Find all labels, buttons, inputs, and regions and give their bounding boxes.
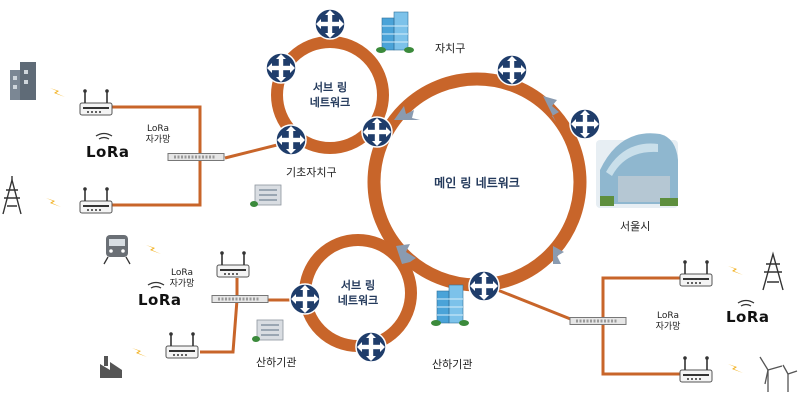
lora-gateway-icon (679, 259, 713, 287)
lora-right-line2: 자가망 (655, 322, 681, 332)
router-icon (265, 52, 297, 84)
building-icon (249, 184, 282, 208)
lora-left-bottom-text: LoRa 자가망 (162, 268, 202, 290)
main-ring-label: 메인 링 네트워크 (434, 176, 520, 190)
wifi-icon (95, 132, 755, 307)
lightning-icon (146, 245, 161, 254)
lora-gateway-icon (79, 88, 113, 116)
train-icon (103, 235, 131, 265)
lightning-icon (132, 348, 147, 357)
sub-ring-top-label: 서브 링 네트워크 (295, 80, 365, 110)
basic-district-label: 기초자치구 (286, 166, 337, 179)
apartment-icon (10, 62, 36, 100)
district-label: 자치구 (435, 42, 466, 55)
lora-link-left-top (112, 105, 286, 207)
switch-icon (210, 294, 270, 304)
building-icon (375, 11, 415, 54)
city-hall-icon (596, 133, 678, 208)
wind-turbine-icon (759, 356, 798, 392)
sub-ring-top-label-line1: 서브 링 (312, 81, 348, 94)
building-icon (251, 319, 284, 343)
lora-right-text: LoRa 자가망 (648, 311, 688, 333)
affiliate-left-label: 산하기관 (256, 356, 297, 369)
power-tower-icon (762, 251, 784, 291)
lora-left-bottom-line1: LoRa (171, 268, 193, 278)
switch-icon (166, 152, 226, 162)
lora-right-line1: LoRa (657, 311, 679, 321)
router-icon (355, 331, 387, 363)
lora-logo-left-bottom: LoRa (138, 291, 182, 309)
sub-ring-top (271, 36, 389, 154)
lora-left-bottom-line2: 자가망 (169, 279, 195, 289)
lora-link-right (489, 276, 685, 376)
router-icon (496, 54, 528, 86)
sub-ring-top-label-line2: 네트워크 (309, 96, 351, 109)
sub-ring-bottom-label-line1: 서브 링 (340, 279, 376, 292)
lora-left-top-text: LoRa 자가망 (138, 124, 178, 146)
lora-gateway-icon (165, 331, 199, 359)
router-icon (361, 116, 393, 148)
router-icon (289, 283, 321, 315)
lightning-icon (46, 198, 61, 207)
lora-link-left-bottom (200, 278, 300, 354)
lora-logo-right-text: LoRa (726, 308, 770, 326)
lora-gateway-icon (216, 250, 250, 278)
lora-left-top-line1: LoRa (147, 124, 169, 134)
lora-logo-right: LoRa (726, 308, 770, 326)
lora-gateway-icon (79, 186, 113, 214)
lora-left-top-line2: 자가망 (145, 135, 171, 145)
power-tower-icon (2, 176, 22, 215)
seoul-city-label: 서울시 (620, 220, 651, 233)
router-icon (569, 108, 601, 140)
switch-icon (568, 316, 628, 326)
lora-logo-left-top: LoRa (86, 143, 130, 161)
lora-gateway-icon (679, 355, 713, 383)
factory-icon (100, 356, 122, 378)
lora-logo-left-top-text: LoRa (86, 143, 130, 161)
router-icon (275, 124, 307, 156)
lightning-icon (728, 266, 743, 275)
lora-logo-left-bottom-text: LoRa (138, 291, 182, 309)
sub-ring-bottom-label-line2: 네트워크 (337, 294, 379, 307)
router-icon (468, 270, 500, 302)
router-icon (314, 8, 346, 40)
lightning-icon (728, 364, 743, 373)
lightning-icon (50, 88, 65, 97)
affiliate-right-label: 산하기관 (432, 358, 473, 371)
arrow-icon (394, 96, 564, 264)
sub-ring-bottom-label: 서브 링 네트워크 (323, 278, 393, 308)
building-icon (430, 284, 470, 327)
